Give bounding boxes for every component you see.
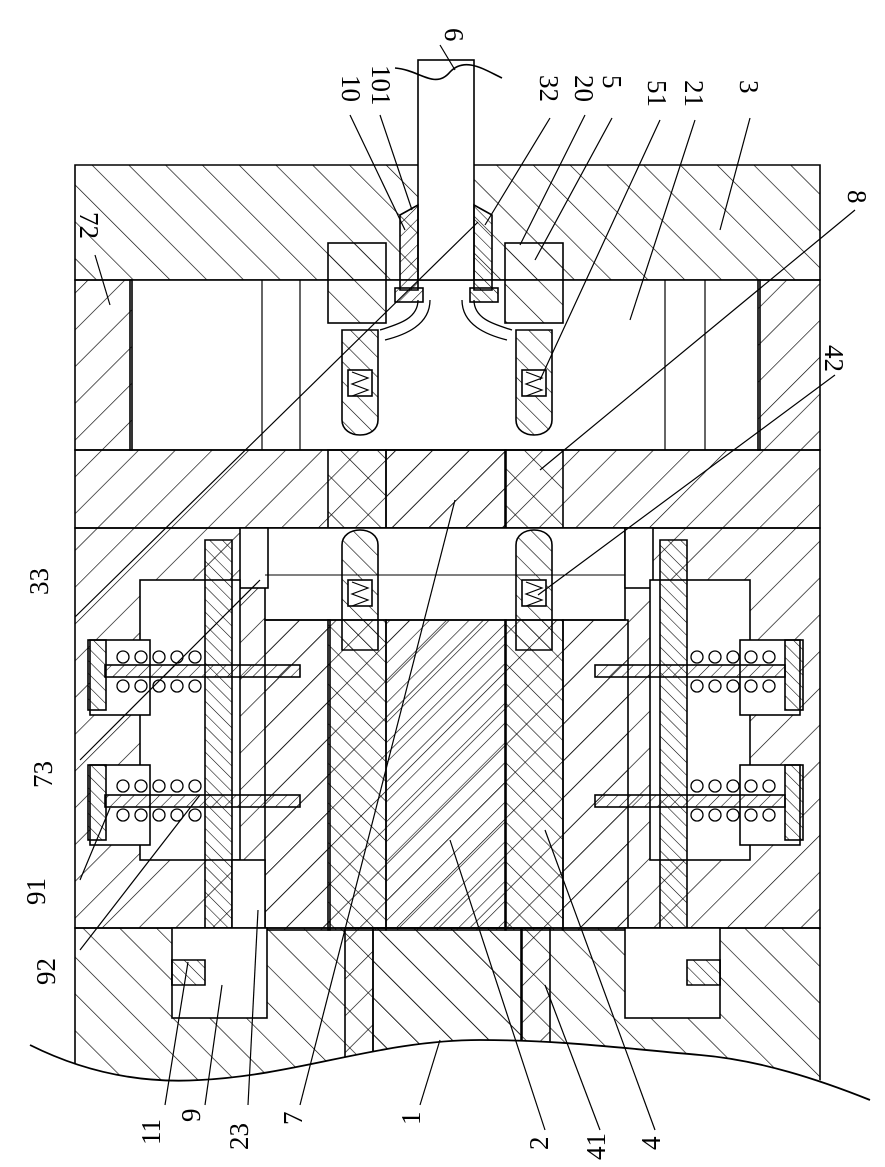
label-4: 4	[636, 1136, 666, 1150]
shaft-6	[417, 59, 475, 281]
block-right-top	[757, 279, 821, 451]
pin-73	[104, 664, 301, 678]
label-7: 7	[278, 1112, 308, 1126]
block-20-right	[504, 242, 564, 324]
cavity-21	[129, 279, 761, 451]
label-32: 32	[534, 75, 564, 102]
spring-left-top	[347, 369, 373, 397]
core-1	[385, 619, 507, 931]
pin-91	[104, 794, 301, 808]
label-2: 2	[524, 1137, 554, 1151]
label-73: 73	[28, 761, 58, 788]
label-23: 23	[224, 1123, 254, 1150]
label-92: 92	[31, 958, 61, 985]
core-4	[504, 619, 564, 931]
label-3: 3	[734, 80, 764, 94]
label-91: 91	[21, 878, 51, 905]
label-9: 9	[176, 1109, 206, 1123]
label-21: 21	[679, 80, 709, 107]
label-1: 1	[396, 1112, 426, 1126]
block-20-left	[327, 242, 387, 324]
label-5: 5	[597, 75, 627, 89]
sleeve-10	[399, 203, 419, 291]
label-42: 42	[819, 345, 849, 372]
leader-lines	[74, 44, 856, 1131]
label-10: 10	[336, 75, 366, 102]
label-6: 6	[439, 28, 469, 42]
label-72: 72	[74, 212, 104, 239]
label-101: 101	[366, 65, 396, 106]
label-11: 11	[136, 1119, 166, 1145]
spring-coils	[116, 650, 776, 822]
block-72	[74, 279, 133, 451]
break-line	[29, 1039, 871, 1101]
label-8: 8	[842, 190, 872, 204]
label-51: 51	[642, 80, 672, 107]
label-41: 41	[581, 1133, 611, 1160]
reference-labels: 6 10 101 32 20 5 51 21 3 72 8 42 33 73 9…	[21, 28, 872, 1160]
drawing-body	[74, 59, 821, 1100]
label-33: 33	[24, 568, 54, 595]
shaft-break-line	[394, 63, 503, 81]
label-20: 20	[569, 75, 599, 102]
